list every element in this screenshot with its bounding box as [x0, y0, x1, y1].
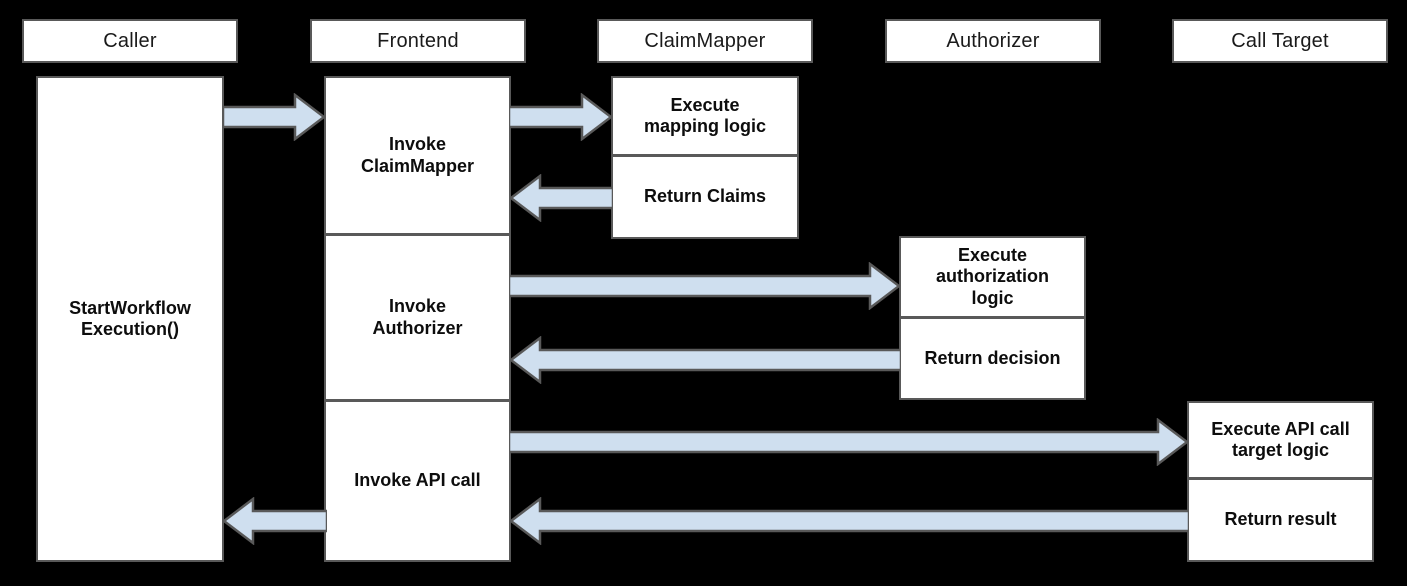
arrow-calltarget-to-frontend: [508, 497, 1189, 545]
activation-frontend-invoke-claimmapper-label: Invoke ClaimMapper: [360, 134, 475, 176]
lane-header-caller-label: Caller: [103, 29, 157, 52]
lane-header-authorizer-label: Authorizer: [946, 29, 1040, 52]
lane-header-authorizer: Authorizer: [885, 19, 1101, 63]
activation-calltarget-return-label: Return result: [1224, 509, 1337, 530]
activation-authorizer-return: Return decision: [899, 318, 1086, 400]
arrow-claimmapper-to-frontend: [508, 174, 613, 222]
activation-frontend-invoke-api-call-label: Invoke API call: [354, 470, 481, 491]
activation-authorizer-execute: Execute authorization logic: [899, 236, 1086, 318]
activation-claimmapper-return-label: Return Claims: [643, 186, 767, 207]
activation-caller-start: StartWorkflow Execution(): [36, 76, 224, 562]
activation-authorizer-execute-label: Execute authorization logic: [936, 245, 1049, 308]
activation-calltarget-return: Return result: [1187, 479, 1374, 562]
activation-claimmapper-execute-label: Execute mapping logic: [643, 94, 766, 136]
activation-claimmapper-execute: Execute mapping logic: [611, 76, 799, 156]
lane-header-calltarget: Call Target: [1172, 19, 1388, 63]
lane-header-caller: Caller: [22, 19, 238, 63]
arrow-frontend-to-caller: [221, 497, 327, 545]
activation-calltarget-execute-label: Execute API call target logic: [1211, 418, 1350, 460]
activation-caller-start-label: StartWorkflow Execution(): [69, 297, 191, 339]
lane-header-claimmapper: ClaimMapper: [597, 19, 813, 63]
activation-frontend-invoke-authorizer-label: Invoke Authorizer: [372, 296, 463, 338]
lane-header-frontend: Frontend: [310, 19, 526, 63]
arrow-frontend-to-claimmapper: [509, 93, 613, 141]
arrow-caller-to-frontend: [223, 93, 326, 141]
activation-frontend-invoke-authorizer: Invoke Authorizer: [324, 235, 511, 401]
activation-frontend-invoke-api-call: Invoke API call: [324, 401, 511, 562]
arrow-frontend-to-authorizer: [509, 262, 901, 310]
activation-frontend-invoke-claimmapper: Invoke ClaimMapper: [324, 76, 511, 235]
lane-header-frontend-label: Frontend: [377, 29, 459, 52]
activation-calltarget-execute: Execute API call target logic: [1187, 401, 1374, 479]
arrow-frontend-to-calltarget: [509, 418, 1189, 466]
activation-claimmapper-return: Return Claims: [611, 156, 799, 239]
activation-authorizer-return-label: Return decision: [924, 347, 1061, 368]
lane-header-calltarget-label: Call Target: [1231, 29, 1329, 52]
lane-header-claimmapper-label: ClaimMapper: [644, 29, 766, 52]
arrow-authorizer-to-frontend: [508, 336, 901, 384]
